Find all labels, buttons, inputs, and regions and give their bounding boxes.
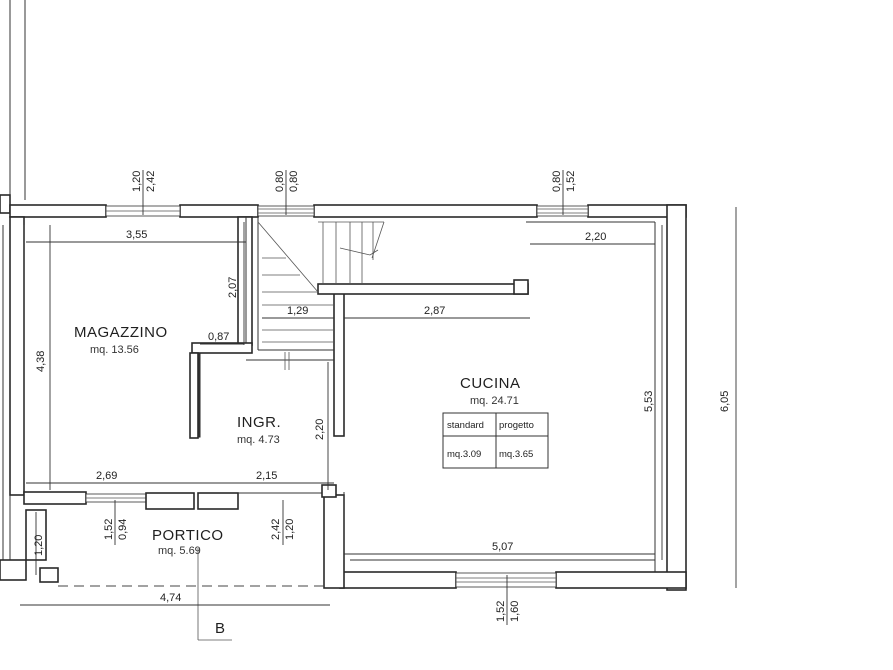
dimension-lines <box>20 170 737 625</box>
dim-text: 1,52 <box>565 171 577 192</box>
dim-text: 6,05 <box>719 391 731 412</box>
room-portico-area: mq. 5.69 <box>158 545 201 557</box>
dim-text: 0,94 <box>117 519 129 540</box>
table-value-progetto: mq.3.65 <box>499 449 533 460</box>
dim-text: 0,80 <box>274 171 286 192</box>
room-magazzino-name: MAGAZZINO <box>74 324 168 341</box>
table-header-standard: standard <box>447 420 484 431</box>
section-label: B <box>215 620 226 637</box>
dim-text: 3,55 <box>126 229 147 241</box>
dim-text: 1,60 <box>509 601 521 622</box>
dim-text: 5,07 <box>492 541 513 553</box>
dim-text: 0,80 <box>551 171 563 192</box>
room-portico-name: PORTICO <box>152 527 224 544</box>
room-magazzino-area: mq. 13.56 <box>90 344 139 356</box>
outer-walls <box>9 204 687 591</box>
room-cucina-area: mq. 24.71 <box>470 395 519 407</box>
room-ingresso-name: INGR. <box>237 414 281 431</box>
dim-text: 4,38 <box>35 351 47 372</box>
dim-text: 1,20 <box>131 171 143 192</box>
dim-text: 1,20 <box>33 535 45 556</box>
dim-text: 2,20 <box>314 419 326 440</box>
dim-text: 4,74 <box>160 592 181 604</box>
dim-text: 0,80 <box>288 171 300 192</box>
interior-walls <box>23 216 529 510</box>
dim-text: 2,42 <box>145 171 157 192</box>
table-value-standard: mq.3.09 <box>447 449 481 460</box>
table-header-progetto: progetto <box>499 420 534 431</box>
dim-text: 2,69 <box>96 470 117 482</box>
room-cucina-name: CUCINA <box>460 375 521 392</box>
dim-text: 0,87 <box>208 331 229 343</box>
dim-text: 1,52 <box>103 519 115 540</box>
area-comparison-table: standard progetto mq.3.09 mq.3.65 <box>442 412 549 469</box>
dim-text: 1,29 <box>287 305 308 317</box>
room-ingresso-area: mq. 4.73 <box>237 434 280 446</box>
dim-text: 2,07 <box>227 277 239 298</box>
dim-text: 2,15 <box>256 470 277 482</box>
dim-text: 2,20 <box>585 231 606 243</box>
dim-text: 2,42 <box>270 519 282 540</box>
staircase <box>257 221 385 343</box>
dim-text: 1,20 <box>284 519 296 540</box>
dim-text: 5,53 <box>643 391 655 412</box>
dim-text: 1,52 <box>495 601 507 622</box>
dim-text: 2,87 <box>424 305 445 317</box>
